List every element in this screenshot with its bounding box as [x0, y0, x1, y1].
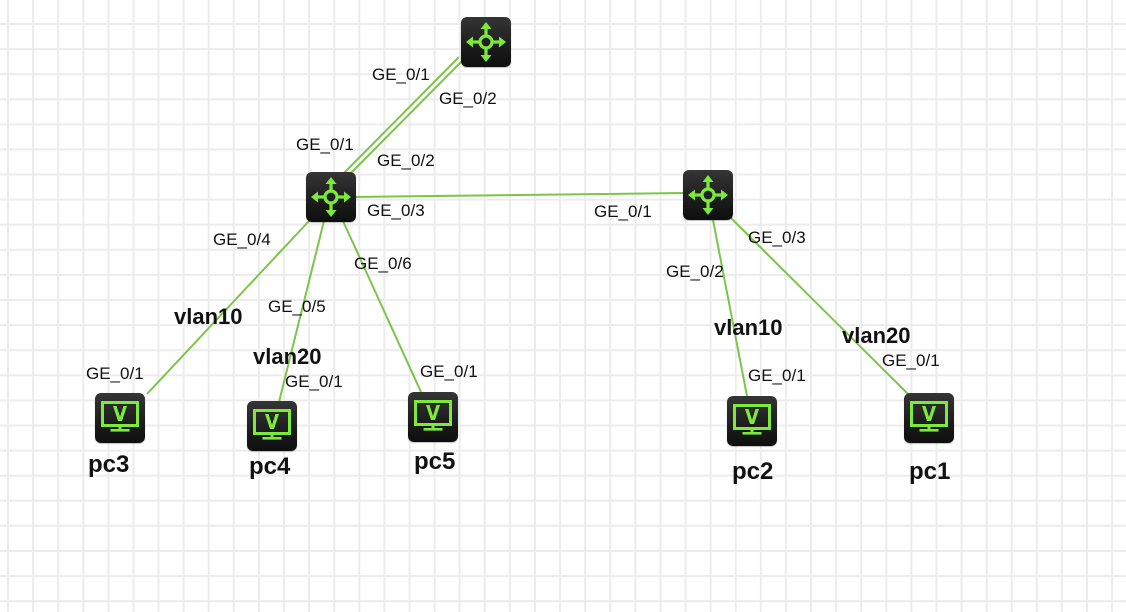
- link-left-pc4[interactable]: [278, 220, 325, 403]
- host-label-pc2: pc2: [732, 458, 774, 485]
- pc1-node[interactable]: [904, 393, 954, 443]
- host-label-pc5: pc5: [414, 448, 456, 475]
- port-label-pc1-ge01: GE_0/1: [882, 351, 940, 370]
- pc-monitor-icon: [414, 400, 452, 431]
- pc3-node[interactable]: [95, 393, 145, 443]
- port-label-right-ge01: GE_0/1: [594, 202, 652, 221]
- vlan-label-pc3: vlan10: [174, 304, 243, 329]
- link-right-pc2[interactable]: [712, 219, 748, 397]
- vlan-label-pc2: vlan10: [714, 315, 783, 340]
- port-label-left-ge03: GE_0/3: [367, 201, 425, 220]
- link-core-left-ge01[interactable]: [342, 56, 460, 175]
- pc-monitor-icon: [910, 401, 948, 432]
- pc-monitor-icon: [253, 409, 291, 440]
- port-label-pc2-ge01: GE_0/1: [748, 366, 806, 385]
- host-label-pc3: pc3: [88, 451, 130, 478]
- port-label-pc4-ge01: GE_0/1: [285, 372, 343, 391]
- link-core-left-ge02[interactable]: [346, 59, 464, 178]
- link-left-right[interactable]: [354, 192, 685, 198]
- port-label-right-ge02: GE_0/2: [666, 262, 724, 281]
- router-arrows-icon: [688, 175, 728, 215]
- link-left-pc5[interactable]: [342, 220, 422, 393]
- link-right-pc1[interactable]: [730, 217, 909, 395]
- pc4-node[interactable]: [247, 401, 297, 451]
- port-label-pc5-ge01: GE_0/1: [420, 362, 478, 381]
- port-label-left-ge01: GE_0/1: [296, 135, 354, 154]
- port-label-left-ge06: GE_0/6: [354, 254, 412, 273]
- router-arrows-icon: [311, 177, 351, 217]
- port-label-left-ge02: GE_0/2: [377, 151, 435, 170]
- left-switch[interactable]: [306, 172, 356, 222]
- port-label-left-ge05: GE_0/5: [268, 297, 326, 316]
- link-left-pc3[interactable]: [146, 219, 311, 395]
- right-switch[interactable]: [683, 170, 733, 220]
- pc2-node[interactable]: [727, 396, 777, 446]
- port-label-pc3-ge01: GE_0/1: [86, 364, 144, 383]
- core-switch[interactable]: [461, 17, 511, 67]
- host-label-pc1: pc1: [909, 458, 951, 485]
- host-label-pc4: pc4: [249, 453, 291, 480]
- pc-monitor-icon: [733, 404, 771, 435]
- router-arrows-icon: [466, 22, 506, 62]
- pc5-node[interactable]: [408, 392, 458, 442]
- port-label-core-ge01: GE_0/1: [372, 65, 430, 84]
- pc-monitor-icon: [101, 401, 139, 432]
- port-label-right-ge03: GE_0/3: [748, 228, 806, 247]
- vlan-label-pc1: vlan20: [842, 323, 911, 348]
- vlan-label-pc4: vlan20: [253, 344, 322, 369]
- port-label-left-ge04: GE_0/4: [213, 230, 271, 249]
- port-label-core-ge02: GE_0/2: [439, 89, 497, 108]
